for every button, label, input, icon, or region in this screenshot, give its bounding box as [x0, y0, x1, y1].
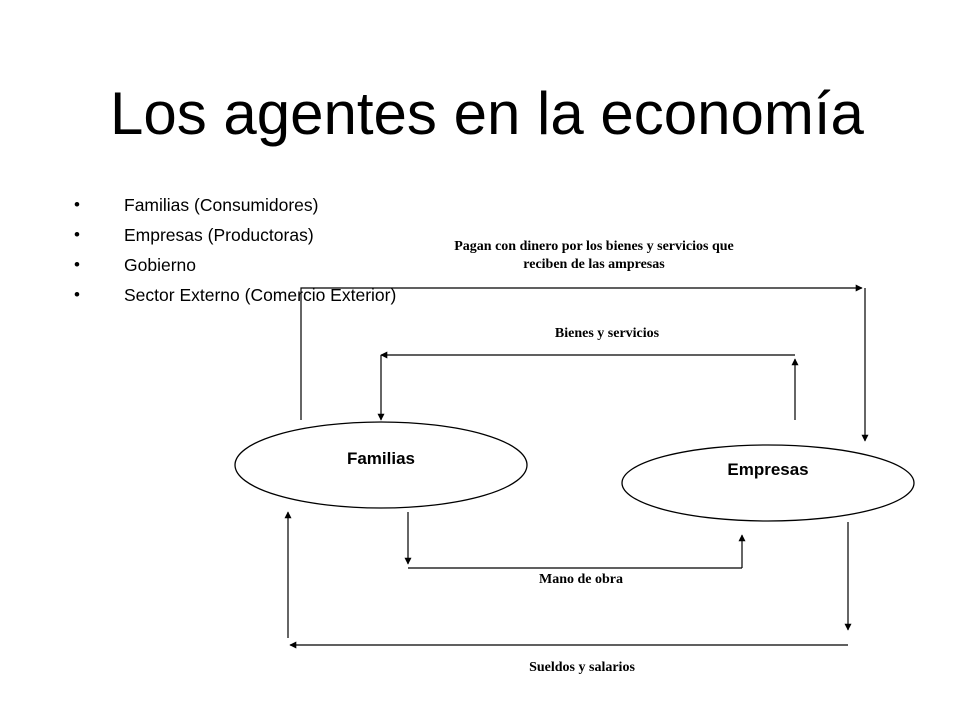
bullet-text: Familias (Consumidores): [124, 195, 319, 215]
money-payment-flow: Pagan con dinero por los bienes y servic…: [300, 239, 869, 442]
wages-label: Sueldos y salarios: [529, 660, 635, 675]
bullet-text: Empresas (Productoras): [124, 225, 314, 245]
empresas-node: [621, 444, 915, 522]
empresas-label: Empresas: [727, 460, 808, 479]
bullet-dot: •: [74, 225, 80, 244]
labor-flow: Mano de obra: [404, 512, 746, 587]
bullet-item: • Sector Externo (Comercio Exterior): [74, 282, 396, 312]
familias-label: Familias: [347, 449, 415, 468]
familias-node: [234, 421, 528, 509]
money-payment-label-line1: Pagan con dinero por los bienes y servic…: [454, 239, 734, 254]
money-payment-label-line2: reciben de las ampresas: [523, 257, 665, 272]
bullet-text: Sector Externo (Comercio Exterior): [124, 285, 397, 305]
agents-bullet-list: • Familias (Consumidores) • Empresas (Prod…: [74, 192, 396, 312]
wages-flow: Sueldos y salarios: [284, 511, 852, 675]
bullet-item: • Empresas (Productoras): [74, 222, 396, 252]
goods-services-flow: Bienes y servicios: [377, 326, 799, 421]
bullet-item: • Gobierno: [74, 252, 396, 282]
bullet-dot: •: [74, 195, 80, 214]
bullet-dot: •: [74, 285, 80, 304]
bullet-item: • Familias (Consumidores): [74, 192, 396, 222]
labor-label: Mano de obra: [539, 572, 623, 587]
bullet-dot: •: [74, 255, 80, 274]
goods-services-label: Bienes y servicios: [555, 326, 660, 341]
bullet-text: Gobierno: [124, 255, 196, 275]
money-payment-arrow: [300, 284, 863, 420]
slide-title: Los agentes en la economía: [110, 80, 864, 147]
